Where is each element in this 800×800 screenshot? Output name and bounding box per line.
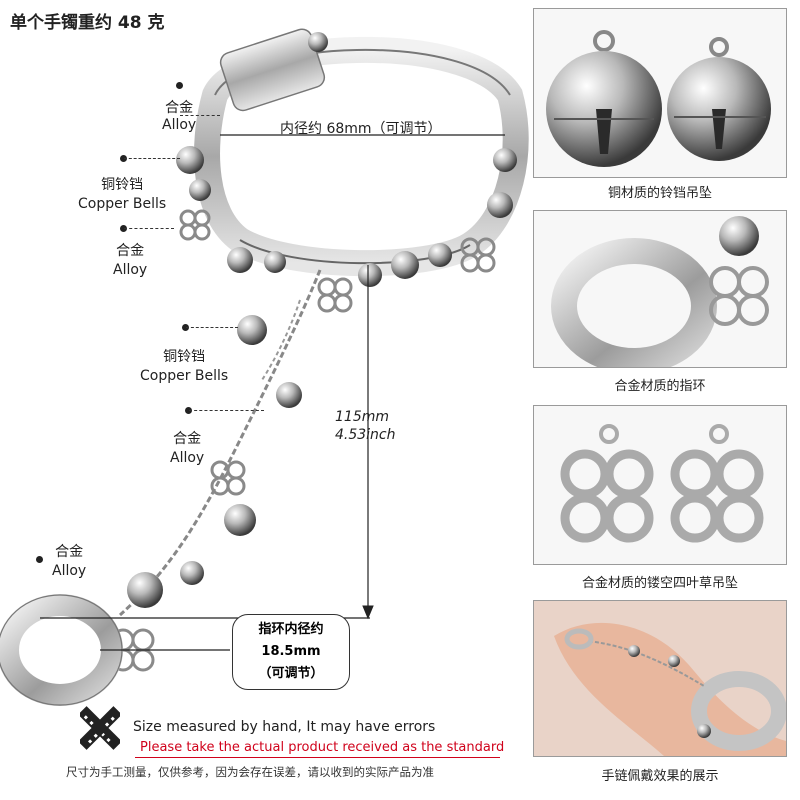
callout-dot — [185, 407, 192, 414]
ring-size-box: 指环内径约 18.5mm （可调节） — [232, 614, 350, 690]
bell-icon — [667, 37, 771, 161]
material-label: 铜铃铛 Copper Bells — [140, 348, 228, 386]
material-label-cn: 铜铃铛 — [163, 349, 206, 365]
panel-clover-pendants — [533, 405, 787, 565]
weight-heading: 单个手镯重约 48 克 — [10, 13, 165, 33]
length-mm: 115mm — [335, 409, 389, 425]
bell-icon — [546, 30, 662, 167]
material-label-cn: 合金 — [173, 431, 202, 447]
ring-size-value: 18.5mm — [261, 644, 321, 659]
cuff-bracelet — [194, 28, 529, 277]
inner-diameter-label: 内径约 68mm（可调节） — [280, 121, 442, 137]
disclaimer-line-1: Size measured by hand, It may have error… — [133, 719, 436, 735]
callout-leader — [186, 327, 238, 328]
ring-size-title: 指环内径约 — [258, 622, 324, 637]
material-label-cn: 合金 — [55, 544, 84, 560]
panel-caption: 铜材质的铃铛吊坠 — [607, 186, 712, 201]
material-label-en: Alloy — [170, 450, 205, 466]
material-label: 合金 Alloy — [170, 430, 204, 468]
callout-dot — [176, 82, 183, 89]
disclaimer-line-2: Please take the actual product received … — [140, 740, 505, 755]
chain — [118, 269, 322, 617]
measure-lines — [40, 134, 505, 651]
panel-caption: 合金材质的镂空四叶草吊坠 — [581, 576, 738, 591]
callout-leader — [124, 228, 174, 229]
callout-dot — [36, 556, 43, 563]
ruler-cross-icon — [80, 703, 120, 753]
clover-icon — [670, 424, 764, 543]
ring-size-adjust: （可调节） — [258, 666, 324, 681]
callout-dot — [182, 324, 189, 331]
callout-leader — [124, 158, 180, 159]
material-label: 合金 Alloy — [52, 543, 86, 581]
callout-leader — [189, 410, 264, 411]
material-label: 合金 Alloy — [113, 242, 147, 280]
clover-icon — [709, 266, 769, 326]
bell-icons — [127, 32, 517, 608]
material-label-en: Alloy — [52, 563, 87, 579]
length-inch: 4.53inch — [335, 427, 396, 443]
callout-leader — [180, 115, 220, 116]
clover-icons — [111, 209, 496, 672]
material-label-cn: 铜铃铛 — [101, 177, 144, 193]
material-label-en: Alloy — [162, 117, 197, 133]
panel-bell-pendants — [533, 8, 787, 178]
bracelet-illustration — [0, 28, 529, 706]
callout-dot — [120, 155, 127, 162]
panel-caption: 合金材质的指环 — [614, 379, 706, 394]
material-label: 合金 Alloy — [162, 100, 196, 134]
material-label-cn: 合金 — [116, 243, 145, 259]
callout-dot — [120, 225, 127, 232]
clover-icon — [560, 424, 654, 543]
material-label: 铜铃铛 Copper Bells — [78, 176, 166, 214]
material-label-en: Alloy — [113, 262, 148, 278]
panel-caption: 手链佩戴效果的展示 — [601, 769, 719, 784]
panel-wearing-demo — [533, 600, 787, 757]
material-label-en: Copper Bells — [78, 196, 167, 212]
length-label: 115mm 4.53inch — [335, 408, 396, 444]
disclaimer-line-3: 尺寸为手工测量，仅供参考，因为会存在误差，请以收到的实际产品为准 — [66, 765, 434, 779]
material-label-cn: 合金 — [165, 100, 194, 116]
disclaimer-underline — [135, 757, 500, 758]
panel-ring — [533, 210, 787, 368]
material-label-en: Copper Bells — [140, 368, 229, 384]
